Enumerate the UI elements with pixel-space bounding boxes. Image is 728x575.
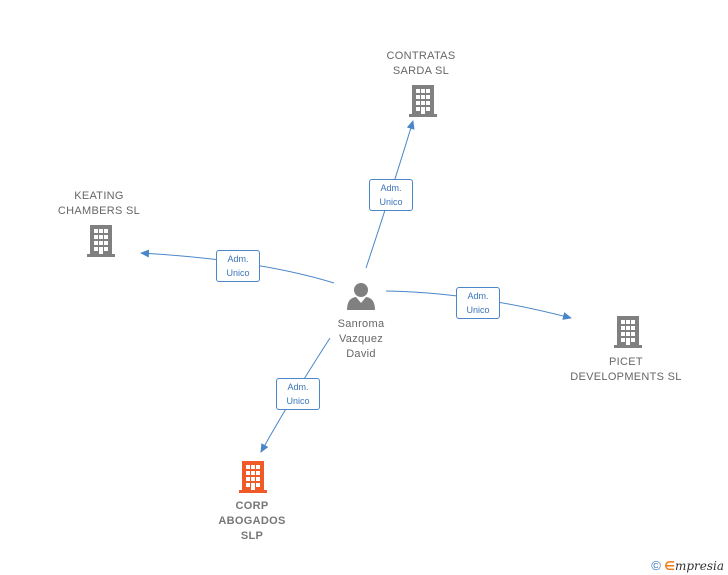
role-line-1: Adm. [467,291,489,301]
empresia-logo[interactable]: © ∈mpresia [651,558,724,573]
edge-label-keating: Adm. Unico [216,250,260,282]
edge-label-picet: Adm. Unico [456,287,500,319]
role-line-2: Unico [286,396,310,406]
role-line-1: Adm. [227,254,249,264]
brand-e-glyph: ∈ [664,559,675,573]
copyright-icon: © [651,558,661,573]
role-line-1: Adm. [380,183,402,193]
person-icon[interactable] [347,283,375,310]
building-icon-keating[interactable] [87,225,115,257]
company-label-picet[interactable]: PICET DEVELOPMENTS SL [570,356,682,383]
person-label[interactable]: Sanroma Vazquez David [337,318,385,360]
building-icon-corp[interactable] [239,461,267,493]
company-label-corp[interactable]: CORP ABOGADOS SLP [218,500,286,542]
company-label-contratas[interactable]: CONTRATAS SARDA SL [386,50,456,77]
building-icon-contratas[interactable] [409,85,437,117]
role-line-2: Unico [226,268,250,278]
edge-label-corp: Adm. Unico [276,378,320,410]
edge-label-contratas: Adm. Unico [369,179,413,211]
role-line-1: Adm. [287,382,309,392]
brand-name: mpresia [674,559,724,573]
role-line-2: Unico [379,197,403,207]
role-line-2: Unico [466,305,490,315]
building-icon-picet[interactable] [614,316,642,348]
company-label-keating[interactable]: KEATING CHAMBERS SL [57,190,141,217]
